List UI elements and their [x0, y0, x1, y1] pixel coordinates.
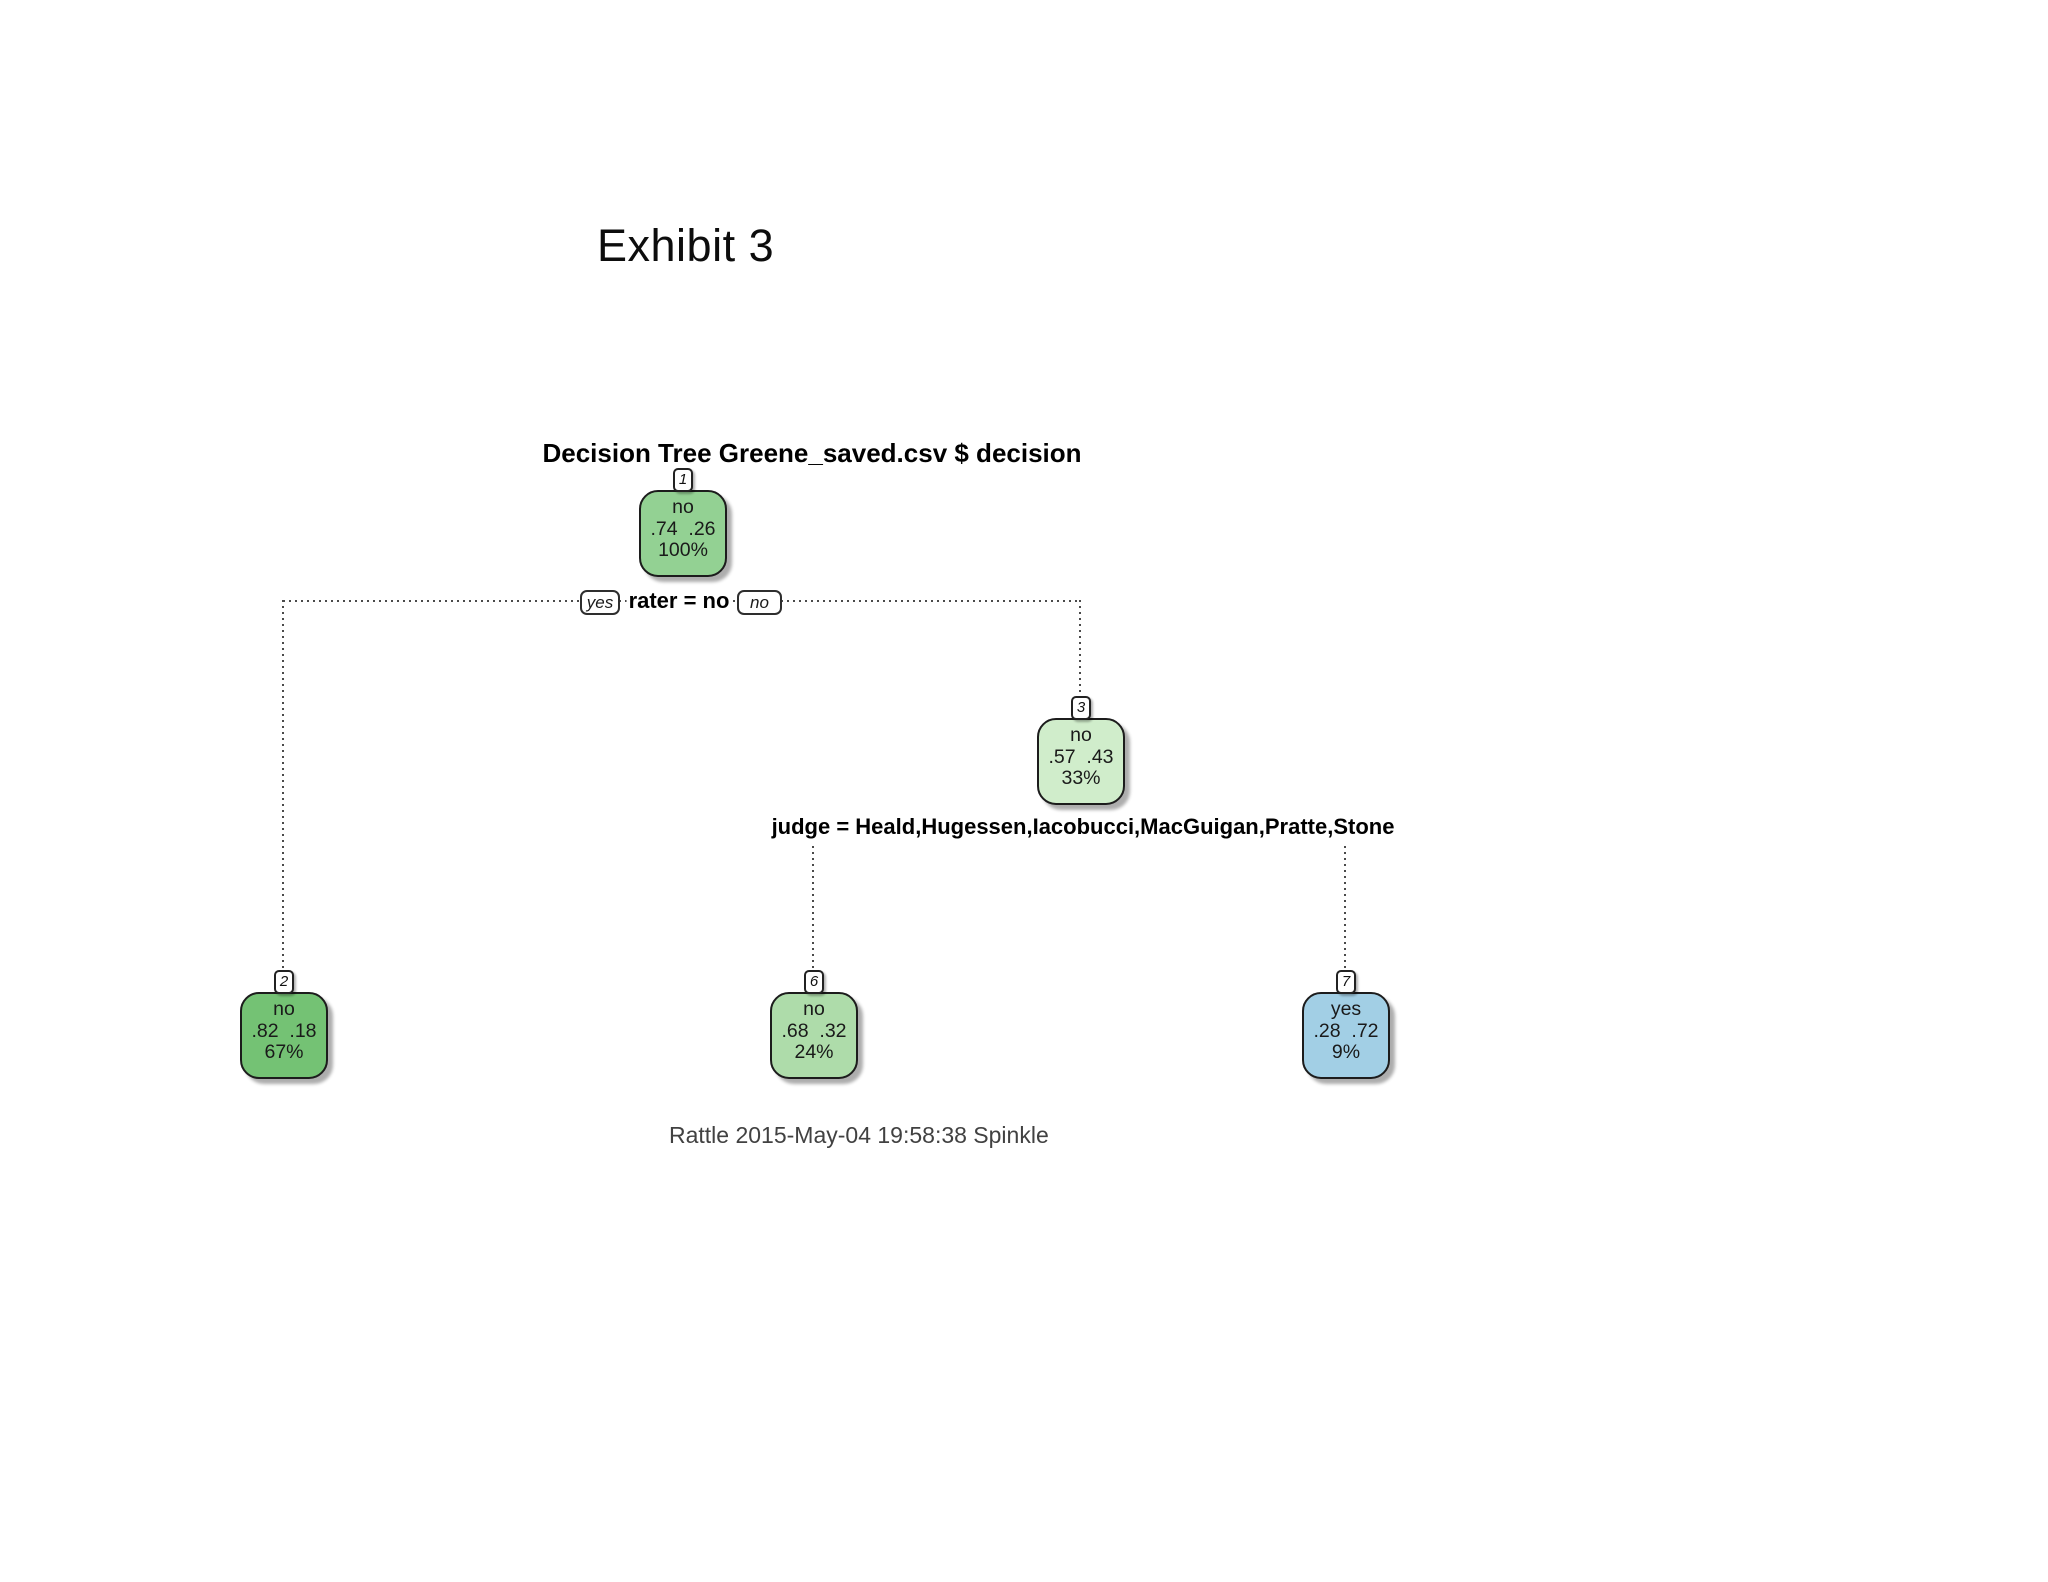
branch-line-to-node-3 — [1079, 600, 1081, 696]
node-predicted-class: no — [1070, 724, 1092, 746]
tree-node-1: 1 no .74 .26 100% — [639, 468, 727, 577]
node-coverage-percent: 100% — [658, 539, 708, 561]
node-class-probabilities: .57 .43 — [1048, 745, 1114, 768]
node-box: no .74 .26 100% — [639, 490, 727, 577]
node-number-badge: 2 — [274, 970, 294, 994]
node-predicted-class: yes — [1330, 998, 1362, 1020]
node-coverage-percent: 67% — [264, 1041, 304, 1063]
node-number-badge: 7 — [1336, 970, 1356, 994]
tree-node-3: 3 no .57 .43 33% — [1037, 696, 1125, 805]
branch-line-to-node-7 — [1344, 846, 1346, 970]
rattle-footer: Rattle 2015-May-04 19:58:38 Spinkle — [669, 1122, 1049, 1148]
node-predicted-class: no — [273, 998, 295, 1020]
node-coverage-percent: 24% — [794, 1041, 834, 1063]
node-number-badge: 1 — [673, 468, 693, 492]
judge-split-label: judge = Heald,Hugessen,Iacobucci,MacGuig… — [769, 814, 1397, 840]
node-predicted-class: no — [672, 496, 694, 518]
node-box: no .68 .32 24% — [770, 992, 858, 1079]
root-branch-no-tag: no — [737, 590, 782, 615]
node-class-probabilities: .82 .18 — [251, 1019, 317, 1042]
node-class-probabilities: .74 .26 — [650, 517, 716, 540]
tree-node-7: 7 yes .28 .72 9% — [1302, 970, 1390, 1079]
tree-node-6: 6 no .68 .32 24% — [770, 970, 858, 1079]
root-branch-yes-tag: yes — [580, 590, 620, 615]
node-box: no .82 .18 67% — [240, 992, 328, 1079]
branch-line-to-node-2 — [282, 600, 284, 970]
exhibit-title: Exhibit 3 — [597, 220, 775, 271]
node-coverage-percent: 33% — [1061, 767, 1101, 789]
tree-node-2: 2 no .82 .18 67% — [240, 970, 328, 1079]
node-coverage-percent: 9% — [1331, 1041, 1361, 1063]
node-class-probabilities: .28 .72 — [1313, 1019, 1379, 1042]
node-class-probabilities: .68 .32 — [781, 1019, 847, 1042]
decision-tree-title: Decision Tree Greene_saved.csv $ decisio… — [542, 438, 1082, 468]
node-number-badge: 6 — [804, 970, 824, 994]
branch-line-to-node-6 — [812, 846, 814, 970]
node-predicted-class: no — [803, 998, 825, 1020]
node-box: no .57 .43 33% — [1037, 718, 1125, 805]
node-number-badge: 3 — [1071, 696, 1091, 720]
node-box: yes .28 .72 9% — [1302, 992, 1390, 1079]
root-split-label: rater = no — [626, 588, 732, 614]
